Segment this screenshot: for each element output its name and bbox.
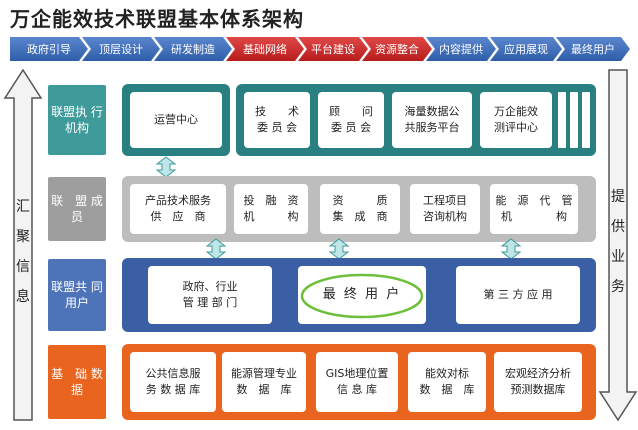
box-end-users: 最 终 用 户 (298, 266, 426, 324)
stripe-box (558, 92, 566, 148)
step-basic-network: 基础网络 (226, 37, 304, 61)
connector-double-arrow (205, 238, 227, 260)
box-third-party-apps: 第 三 方 应 用 (456, 266, 580, 324)
box-public-info-db: 公共信息服 务 数 据 库 (130, 352, 216, 412)
box-data-platform: 海量数据公 共服务平台 (392, 92, 472, 148)
box-technical-committee: 技 术 委 员 会 (244, 92, 310, 148)
process-chevron-bar: 政府引导 顶层设计 研发制造 基础网络 平台建设 资源整合 内容提供 应用展现 … (10, 37, 630, 61)
box-gis-db: GIS地理位置 信 息 库 (316, 352, 398, 412)
row-label-data: 基 础 数 据 (48, 345, 115, 419)
right-down-arrow (598, 69, 638, 422)
left-arrow-char: 息 (16, 289, 30, 305)
step-top-design: 顶层设计 (82, 37, 160, 61)
right-arrow-char: 提 (611, 189, 625, 205)
box-investment-institutions: 投 融 资 机 构 (234, 184, 308, 234)
right-arrow-label: 提 供 业 务 (609, 186, 627, 306)
box-benchmark-db: 能效对标 数 据 库 (408, 352, 486, 412)
box-macro-forecast-db: 宏观经济分析 预测数据库 (494, 352, 582, 412)
box-advisory-committee: 顾 问 委 员 会 (318, 92, 384, 148)
right-arrow-char: 务 (611, 279, 625, 295)
box-qualified-integrators: 资 质 集 成 商 (320, 184, 400, 234)
step-rd-manufacturing: 研发制造 (154, 37, 232, 61)
connector-double-arrow (500, 238, 522, 260)
left-arrow-char: 信 (16, 259, 30, 275)
connector-double-arrow (155, 156, 177, 178)
step-end-user: 最终用户 (556, 37, 630, 61)
highlight-ellipse (300, 273, 424, 319)
left-arrow-char: 聚 (16, 229, 30, 245)
step-platform-building: 平台建设 (298, 37, 368, 61)
step-content-provision: 内容提供 (426, 37, 496, 61)
box-evaluation-center: 万企能效 测评中心 (480, 92, 552, 148)
row-label-users: 联盟共 同用户 (48, 259, 106, 331)
box-energy-management: 能 源 代 管 机 构 (490, 184, 578, 234)
box-operations-center: 运营中心 (130, 92, 222, 148)
stripe-box (582, 92, 590, 148)
right-arrow-char: 业 (611, 249, 625, 265)
left-arrow-label: 汇 聚 信 息 (14, 196, 32, 316)
box-energy-mgmt-db: 能源管理专业 数 据 库 (222, 352, 306, 412)
connector-double-arrow (328, 238, 350, 260)
left-up-arrow (3, 68, 43, 421)
box-engineering-consulting: 工程项目 咨询机构 (410, 184, 480, 234)
box-government-departments: 政府、行业 管 理 部 门 (148, 266, 272, 324)
left-arrow-char: 汇 (16, 199, 30, 215)
box-product-suppliers: 产品技术服务 供 应 商 (130, 184, 226, 234)
page-title: 万企能效技术联盟基本体系架构 (10, 7, 304, 31)
step-app-display: 应用展现 (490, 37, 562, 61)
row-label-members: 联 盟 成 员 (48, 177, 115, 241)
step-resource-integration: 资源整合 (362, 37, 432, 61)
row-label-executive: 联盟执 行机构 (48, 85, 106, 155)
stripe-box (570, 92, 578, 148)
step-government-guidance: 政府引导 (10, 37, 88, 61)
right-arrow-char: 供 (611, 219, 625, 235)
